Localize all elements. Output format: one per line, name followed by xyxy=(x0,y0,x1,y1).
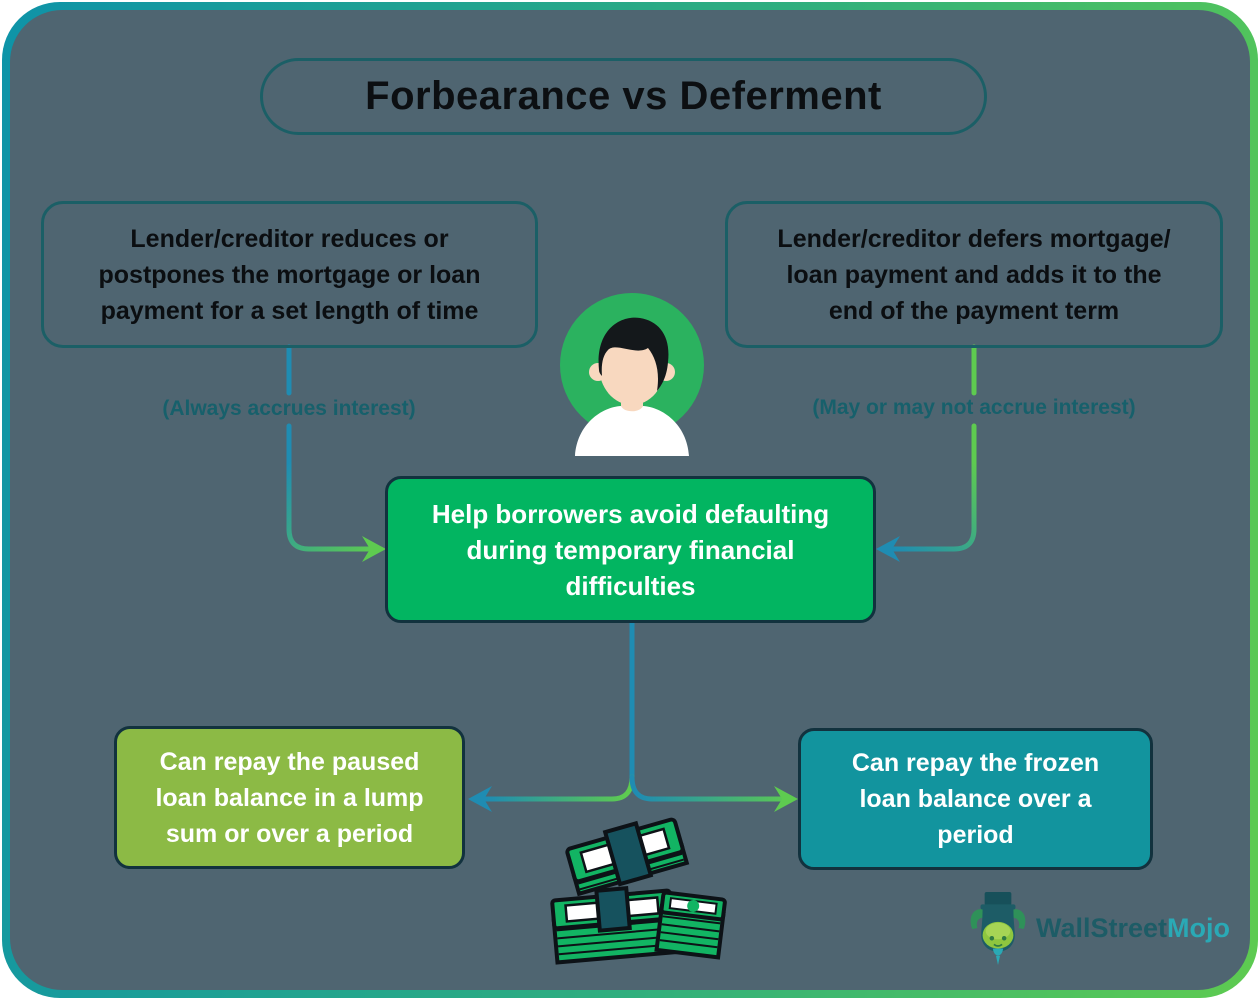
shared-benefit-text: Help borrowers avoid defaulting during t… xyxy=(431,498,830,601)
forbearance-definition-text: Lender/creditor reduces or postpones the… xyxy=(98,224,481,325)
person-avatar-icon xyxy=(560,293,704,456)
deferment-repayment-text: Can repay the frozen loan balance over a… xyxy=(851,749,1100,849)
brand-name-secondary: Mojo xyxy=(1167,912,1231,943)
forbearance-repayment-box: Can repay the paused loan balance in a l… xyxy=(114,726,465,869)
page-title: Forbearance vs Deferment xyxy=(365,74,882,118)
brand-logo-text: WallStreetMojo xyxy=(1036,913,1230,944)
deferment-repayment-box: Can repay the frozen loan balance over a… xyxy=(798,728,1153,870)
shared-benefit-box: Help borrowers avoid defaulting during t… xyxy=(385,476,876,623)
forbearance-definition-box: Lender/creditor reduces or postpones the… xyxy=(41,201,538,348)
forbearance-repayment-text: Can repay the paused loan balance in a l… xyxy=(155,747,424,848)
title-box: Forbearance vs Deferment xyxy=(260,58,987,135)
brand-name-primary: WallStreet xyxy=(1036,912,1168,943)
forbearance-note: (Always accrues interest) xyxy=(162,397,416,420)
deferment-definition-box: Lender/creditor defers mortgage/ loan pa… xyxy=(725,201,1223,348)
bull-mascot-icon xyxy=(970,892,1026,965)
deferment-definition-text: Lender/creditor defers mortgage/ loan pa… xyxy=(777,224,1171,325)
money-stack-icon xyxy=(550,817,727,965)
brand-logo: WallStreetMojo xyxy=(966,888,1246,968)
deferment-note: (May or may not accrue interest) xyxy=(812,396,1136,419)
